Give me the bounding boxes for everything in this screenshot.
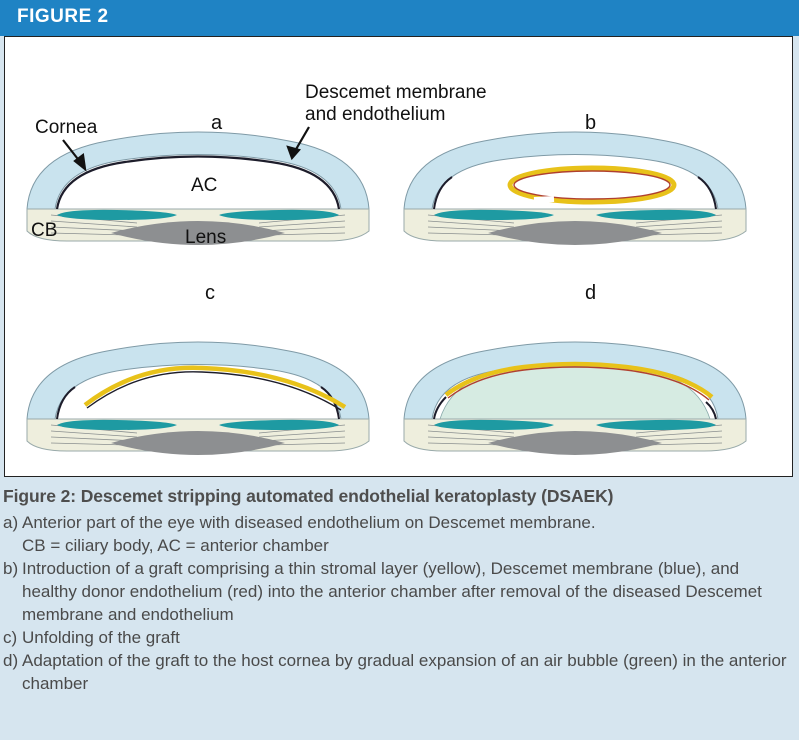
caption-item-a: a) Anterior part of the eye with disease… xyxy=(3,511,795,534)
cb-label: CB xyxy=(31,220,57,241)
caption-item-d: d) Adaptation of the graft to the host c… xyxy=(3,649,795,695)
cornea-label: Cornea xyxy=(35,117,98,138)
caption-item-label: d) xyxy=(3,651,19,670)
panel-d xyxy=(403,341,747,455)
figure-header-title: FIGURE 2 xyxy=(17,6,109,27)
caption-item-text: Anterior part of the eye with diseased e… xyxy=(22,513,596,532)
caption-item-b: b) Introduction of a graft comprising a … xyxy=(3,557,795,626)
cornea-arrowhead xyxy=(73,153,87,172)
caption-item-label: b) xyxy=(3,559,19,578)
dsaek-diagram: a b c d Cornea Descemet membrane and end… xyxy=(26,82,747,455)
panel-label-a: a xyxy=(211,112,223,134)
diagram-panel: a b c d Cornea Descemet membrane and end… xyxy=(4,36,793,477)
lens-label: Lens xyxy=(185,227,226,248)
descemet-arrowhead xyxy=(286,145,301,161)
panel-label-d: d xyxy=(585,282,596,304)
panel-b xyxy=(403,131,747,245)
descemet-arrow xyxy=(294,126,310,152)
descemet-label-line2: and endothelium xyxy=(305,104,446,125)
caption-item-a-continuation: CB = ciliary body, AC = anterior chamber xyxy=(22,536,329,555)
ac-label: AC xyxy=(191,175,217,196)
panel-label-c: c xyxy=(205,282,215,304)
caption-item-label: a) xyxy=(3,513,19,532)
figure-caption: Figure 2: Descemet stripping automated e… xyxy=(3,486,795,695)
caption-item-text: Introduction of a graft comprising a thi… xyxy=(22,559,762,624)
caption-item-text: Adaptation of the graft to the host corn… xyxy=(22,651,787,693)
caption-title: Figure 2: Descemet stripping automated e… xyxy=(3,486,614,506)
caption-item-c: c) Unfolding of the graft xyxy=(3,626,795,649)
caption-item-text: Unfolding of the graft xyxy=(22,628,180,647)
figure-header: FIGURE 2 xyxy=(0,0,799,36)
caption-item-label: c) xyxy=(3,628,18,647)
descemet-label-line1: Descemet membrane xyxy=(305,82,487,103)
panel-a xyxy=(26,131,370,245)
label-arrows xyxy=(62,126,310,172)
panel-label-b: b xyxy=(585,112,596,134)
panel-c xyxy=(26,341,370,455)
